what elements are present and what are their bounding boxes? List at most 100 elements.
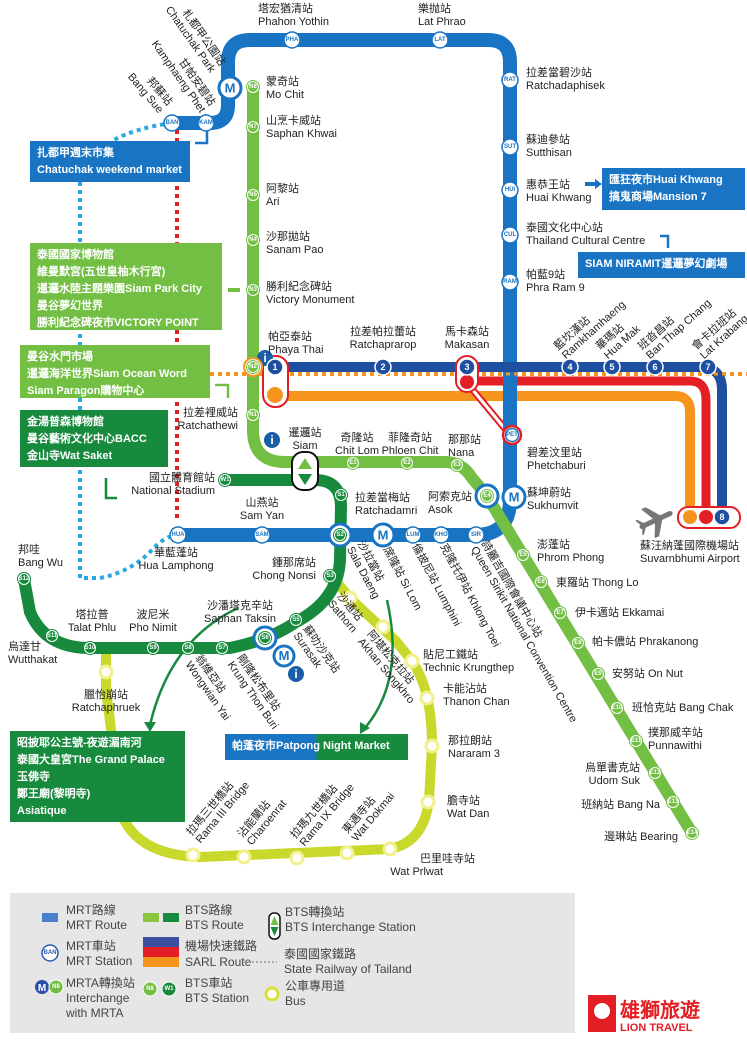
bts-station-marker[interactable]: N5 [246, 188, 260, 202]
mrt-station-marker[interactable]: RAT [501, 71, 519, 89]
mrt-station-marker[interactable]: HUA [169, 526, 187, 544]
bus-stop-marker[interactable] [289, 850, 305, 866]
bus-stop-marker[interactable] [339, 845, 355, 861]
bts-station-marker[interactable]: S6 [252, 625, 278, 651]
sarl-station-marker[interactable]: 4 [561, 358, 579, 376]
bts-station-marker[interactable]: N7 [246, 120, 260, 134]
bts-station-marker[interactable]: N1 [246, 408, 260, 422]
bts-station-marker[interactable]: S5 [289, 613, 303, 627]
mrt-station-marker[interactable]: LAT [431, 31, 449, 49]
mrt-station-marker[interactable]: SAM [253, 526, 271, 544]
station-name-en: Ari [266, 196, 279, 208]
bts-station-marker[interactable]: S12 [17, 572, 31, 586]
station-code: BAN [166, 120, 179, 126]
bus-stop-marker[interactable] [236, 849, 252, 865]
mrt-station-marker[interactable]: M [217, 75, 243, 101]
bts-station-marker[interactable]: S2 [327, 522, 353, 548]
bts-station-marker[interactable]: E12 [648, 766, 662, 780]
bts-station-marker[interactable]: E5 [516, 548, 530, 562]
bts-station-marker[interactable]: E10 [610, 701, 624, 715]
bts-station-marker[interactable]: N4 [246, 233, 260, 247]
station-name-zh: 巴里哇寺站 [420, 851, 475, 865]
bus-stop-marker[interactable] [404, 653, 420, 669]
station-code: 3 [464, 362, 469, 372]
mrt-station-marker[interactable]: KHO [432, 526, 450, 544]
mrt-station-marker[interactable]: CUL [501, 226, 519, 244]
station-code: KHO [434, 532, 448, 538]
bus-stop-marker[interactable] [420, 794, 436, 810]
bts-station-marker[interactable]: E9 [591, 667, 605, 681]
bts-station-marker[interactable]: E11 [629, 734, 643, 748]
station-name-zh: 蘇迪參站 [526, 132, 570, 146]
bts-station-marker[interactable]: N2 [243, 357, 263, 377]
sarl-station-marker[interactable]: 8 [713, 508, 731, 526]
bts-station-marker[interactable]: W1 [218, 473, 232, 487]
station-code: E11 [631, 738, 642, 744]
bts-station-marker[interactable]: E14 [685, 826, 699, 840]
bts-station-marker[interactable]: E3 [450, 458, 464, 472]
bts-station-marker[interactable]: E7 [553, 606, 567, 620]
mrt-station-marker[interactable]: BAN [163, 114, 181, 132]
bts-station-marker[interactable]: E13 [666, 795, 680, 809]
sarl-station-marker[interactable]: 5 [603, 358, 621, 376]
bts-station-marker[interactable]: S7 [215, 641, 229, 655]
bus-stop-marker[interactable] [375, 619, 391, 635]
siam-niramit-box[interactable]: SIAM NIRAMIT暹邏夢幻劇場 [578, 252, 745, 278]
station-name-zh: 沙那拋站 [266, 229, 310, 243]
bts-station-marker[interactable]: S1 [334, 488, 348, 502]
bts-station-marker[interactable]: E4 [474, 483, 500, 509]
mrt-station-marker[interactable]: M [370, 522, 396, 548]
bus-stop-marker[interactable] [382, 841, 398, 857]
station-name-zh: 蘇坤蔚站 [527, 485, 571, 499]
attraction-line: Asiatique [17, 805, 67, 817]
station-name-zh: 伊卡邁站 [575, 605, 619, 619]
station-name-zh: 惠恭王站 [526, 177, 570, 191]
bts-station-marker[interactable]: S9 [146, 641, 160, 655]
mrt-station-marker[interactable]: M [501, 484, 527, 510]
mrt-station-marker[interactable]: LUM [404, 526, 422, 544]
station-name-en: Talat Phlu [68, 622, 116, 634]
sarl-station-marker[interactable]: 1 [266, 358, 284, 376]
station-code: E9 [594, 671, 602, 677]
bts-station-marker[interactable]: E6 [534, 575, 548, 589]
bts-station-marker[interactable]: S8 [181, 641, 195, 655]
mrt-station-marker[interactable]: SUT [501, 138, 519, 156]
bus-stop-marker[interactable] [342, 590, 358, 606]
mrt-station-marker[interactable]: HUI [501, 181, 519, 199]
sarl-station-marker[interactable]: 6 [646, 358, 664, 376]
mrt-station-marker[interactable]: PHA [283, 31, 301, 49]
bus-stop-marker[interactable] [424, 738, 440, 754]
bts-station-marker[interactable]: S11 [45, 629, 59, 643]
mrt-station-marker[interactable]: PET [501, 424, 523, 446]
station-name-zh: 撲那威辛站 [648, 725, 703, 739]
bus-stop-marker[interactable] [419, 690, 435, 706]
bus-stop-marker[interactable] [185, 847, 201, 863]
bts-station-marker[interactable]: N8 [246, 80, 260, 94]
attraction-line: 泰國國家博物館 [36, 247, 114, 261]
bus-stop-marker[interactable] [98, 664, 114, 680]
mrt-station-marker[interactable]: KAM [197, 114, 215, 132]
bts-station-marker[interactable]: E2 [400, 456, 414, 470]
bts-station-marker[interactable]: N3 [246, 283, 260, 297]
mrt-station-marker[interactable]: SIR [467, 526, 485, 544]
bts-station-marker[interactable]: E1 [346, 456, 360, 470]
station-name-en: Phrom Phong [537, 552, 604, 564]
sarl-station-marker[interactable]: 2 [374, 358, 392, 376]
sarl-station-marker[interactable]: 3 [458, 358, 476, 376]
sarl-station-marker[interactable]: 7 [699, 358, 717, 376]
patpong-market-box[interactable]: 帕蓬夜市Patpong Night Market [225, 734, 408, 760]
station-code: 4 [567, 362, 572, 372]
station-name-en: Saphan Khwai [266, 128, 337, 140]
bts-station-marker[interactable]: S10 [83, 641, 97, 655]
mrt-station-marker[interactable]: RAM [501, 273, 519, 291]
bts-station-marker[interactable]: S3 [323, 569, 337, 583]
bts-station-marker[interactable]: E8 [571, 636, 585, 650]
